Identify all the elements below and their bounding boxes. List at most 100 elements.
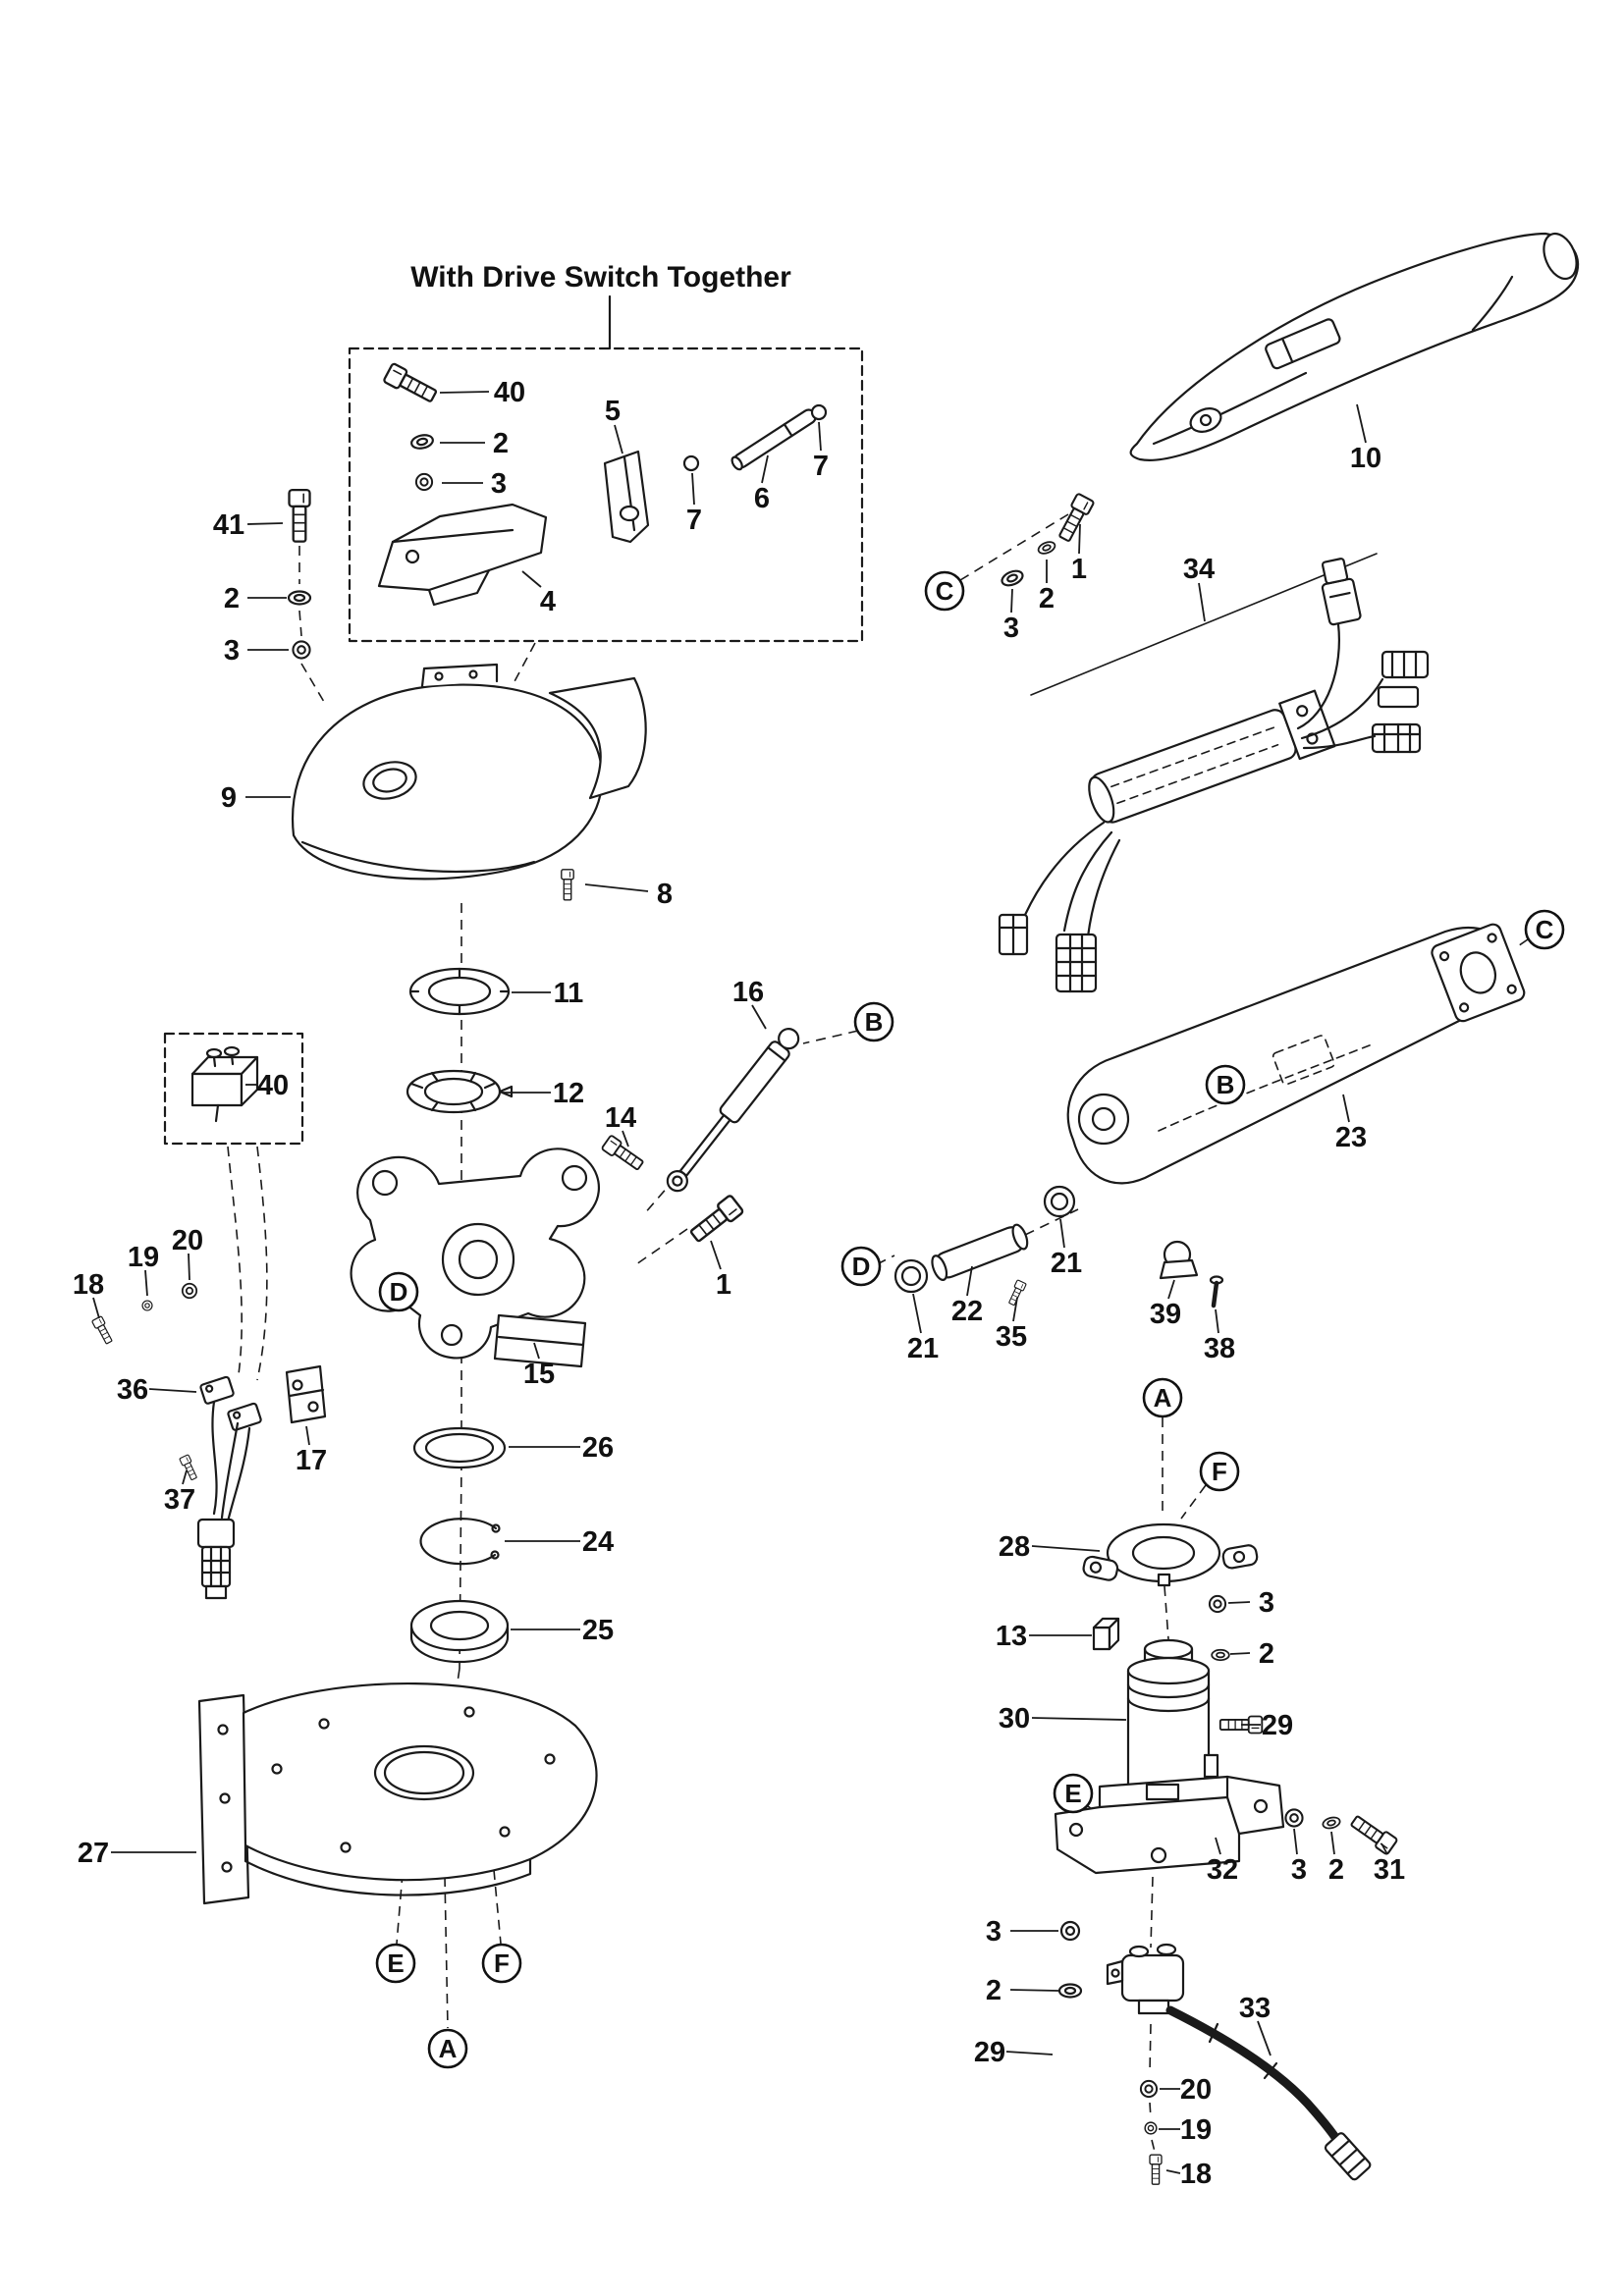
part-label-40-22: 40 <box>257 1070 289 1101</box>
part-label-2-9: 2 <box>224 583 240 614</box>
part-33-switch <box>1106 1943 1185 2015</box>
part-label-35-38: 35 <box>996 1321 1027 1353</box>
part-label-25-33: 25 <box>582 1615 614 1646</box>
leader-line-3-49 <box>1293 1828 1298 1855</box>
part-2-washer-g <box>1321 1814 1342 1832</box>
part-label-7-6: 7 <box>686 505 702 536</box>
leader-line-40-0 <box>439 391 490 394</box>
part-label-3-52: 3 <box>986 1916 1001 1948</box>
part-label-41-8: 41 <box>213 509 244 541</box>
callout-E-3: E <box>375 1943 416 1984</box>
leader-line-16-20 <box>751 1004 767 1030</box>
part-22-tube <box>931 1223 1029 1281</box>
leader-line-33-54 <box>1257 2020 1272 2056</box>
part-label-32-48: 32 <box>1207 1854 1238 1886</box>
part-38-pin <box>1209 1275 1224 1308</box>
part-label-1-16: 1 <box>1071 554 1087 585</box>
part-19-washer-b <box>1144 2121 1158 2135</box>
leader-line-29-55 <box>1005 2051 1054 2056</box>
part-27-mount-base <box>197 1682 598 1905</box>
part-label-4-7: 4 <box>540 586 556 617</box>
leader-line-14-21 <box>622 1130 629 1148</box>
part-label-24-32: 24 <box>582 1526 614 1558</box>
part-9-cover <box>291 663 647 881</box>
part-label-13-44: 13 <box>996 1621 1027 1652</box>
part-label-20-56: 20 <box>1180 2074 1212 2106</box>
part-label-3-43: 3 <box>1259 1587 1274 1619</box>
part-label-2-15: 2 <box>1039 583 1055 614</box>
callout-B-7: B <box>1205 1064 1246 1105</box>
part-label-2-45: 2 <box>1259 1638 1274 1670</box>
leader-line-2-45 <box>1229 1652 1251 1655</box>
part-label-3-10: 3 <box>224 635 240 667</box>
part-label-2-1: 2 <box>493 428 509 459</box>
svg-text:C: C <box>936 576 954 606</box>
leader-line-19-24 <box>144 1269 148 1297</box>
part-label-14-21: 14 <box>605 1102 636 1134</box>
part-7-ring-left <box>682 454 700 472</box>
part-21-bushing-lower <box>893 1258 929 1294</box>
leader-line-37-30 <box>182 1469 188 1485</box>
part-2-washer-left <box>287 590 312 606</box>
svg-text:A: A <box>439 2034 458 2063</box>
callout-A-9: A <box>1142 1377 1183 1418</box>
part-label-36-28: 36 <box>117 1374 148 1406</box>
part-label-27-34: 27 <box>78 1838 109 1869</box>
leader-line-18-23 <box>92 1297 100 1319</box>
part-14-bolt <box>600 1134 647 1174</box>
part-label-28-42: 28 <box>999 1531 1030 1563</box>
part-label-5-3: 5 <box>605 396 621 427</box>
callout-D-2: D <box>378 1271 419 1312</box>
part-label-6-4: 6 <box>754 483 770 514</box>
callout-C-6: C <box>1524 909 1565 950</box>
part-label-33-54: 33 <box>1239 1993 1271 2024</box>
leader-line-21-39 <box>912 1293 922 1334</box>
part-3-washer-g <box>1284 1808 1304 1828</box>
part-16-damper <box>666 1028 800 1193</box>
leader-line-7-6 <box>691 472 695 506</box>
part-40-screw-top <box>382 361 440 407</box>
leader-line-1-16 <box>1078 523 1081 555</box>
part-label-21-36: 21 <box>1051 1248 1082 1279</box>
callout-F-4: F <box>481 1943 522 1984</box>
part-label-18-58: 18 <box>1180 2159 1212 2190</box>
svg-text:F: F <box>1212 1457 1227 1486</box>
leader-line-38-41 <box>1215 1308 1219 1334</box>
svg-text:A: A <box>1154 1383 1172 1413</box>
part-11-ring-nut <box>408 967 511 1016</box>
part-label-16-20: 16 <box>732 977 764 1008</box>
callout-F-10: F <box>1199 1451 1240 1492</box>
part-39-clamp <box>1159 1240 1199 1280</box>
leader-line-15-26 <box>533 1342 540 1360</box>
leader-line-28-42 <box>1031 1545 1101 1552</box>
leader-line-7-5 <box>818 421 822 452</box>
callout-A-5: A <box>427 2028 468 2069</box>
part-label-29-47: 29 <box>1262 1710 1293 1741</box>
part-label-31-51: 31 <box>1374 1854 1405 1886</box>
part-label-15-26: 15 <box>523 1359 555 1390</box>
part-label-3-14: 3 <box>1003 613 1019 644</box>
drive-switch-group-outline <box>348 294 864 643</box>
part-31-bolt <box>1347 1811 1399 1856</box>
leader-line-41-8 <box>246 522 284 525</box>
part-37-screw <box>179 1454 199 1482</box>
part-label-17-29: 17 <box>296 1445 327 1476</box>
part-3-lockwasher-top <box>414 472 434 492</box>
leader-line-32-48 <box>1215 1837 1221 1855</box>
part-label-9-11: 9 <box>221 782 237 814</box>
part-26-ring <box>412 1426 507 1469</box>
part-30-actuator-motor <box>1126 1638 1219 1816</box>
svg-text:D: D <box>390 1277 408 1307</box>
part-label-10-13: 10 <box>1350 443 1381 474</box>
leader-line-18-58 <box>1165 2169 1181 2174</box>
part-40-switch <box>190 1045 259 1123</box>
part-5-clevis <box>603 450 650 544</box>
leader-line-3-14 <box>1010 588 1013 614</box>
leader-line-2-50 <box>1330 1831 1335 1855</box>
leader-line-22-37 <box>966 1265 973 1297</box>
part-label-38-41: 38 <box>1204 1333 1235 1364</box>
part-20-washer-b <box>1139 2079 1159 2099</box>
part-18-screw-b <box>1149 2154 1163 2185</box>
